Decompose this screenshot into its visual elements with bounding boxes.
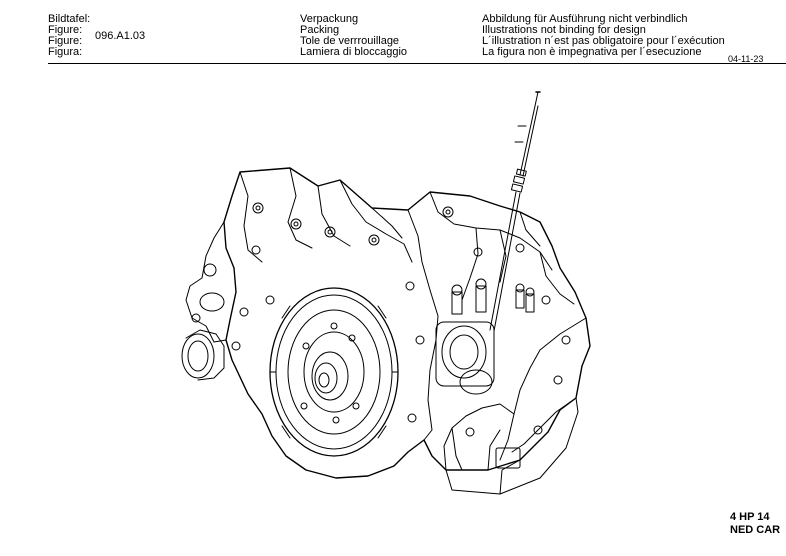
housing-outline (185, 167, 591, 479)
valve-cover (435, 278, 535, 395)
figure-number: 096.A1.03 (95, 30, 146, 42)
title-en: Packing (300, 24, 340, 36)
label-bildtafel: Bildtafel: (48, 13, 91, 25)
header-divider (48, 63, 786, 64)
title-de: Verpackung (300, 13, 359, 25)
bolt-bosses (251, 202, 571, 437)
title-fr: Tole de verrrouillage (300, 35, 400, 47)
disclaimer-en: Illustrations not binding for design (482, 24, 646, 36)
label-figura-it: Figura: (48, 46, 83, 58)
converter-face (269, 287, 399, 457)
side-flange (181, 263, 249, 381)
variant-label: NED CAR (730, 524, 781, 536)
disclaimer-de: Abbildung für Ausführung nicht verbindli… (482, 13, 688, 25)
oil-pan (445, 397, 579, 495)
model-label: 4 HP 14 (730, 511, 770, 523)
title-it: Lamiera di bloccaggio (300, 46, 408, 58)
label-figure-en: Figure: (48, 24, 83, 36)
disclaimer-fr: L´illustration n´est pas obligatoire pou… (482, 35, 725, 47)
revision-date: 04-11-23 (728, 54, 764, 64)
label-figure-fr: Figure: (48, 35, 83, 47)
dipstick-tube (489, 91, 541, 332)
disclaimer-it: La figura non è impegnativa per l´esecuz… (482, 46, 702, 58)
